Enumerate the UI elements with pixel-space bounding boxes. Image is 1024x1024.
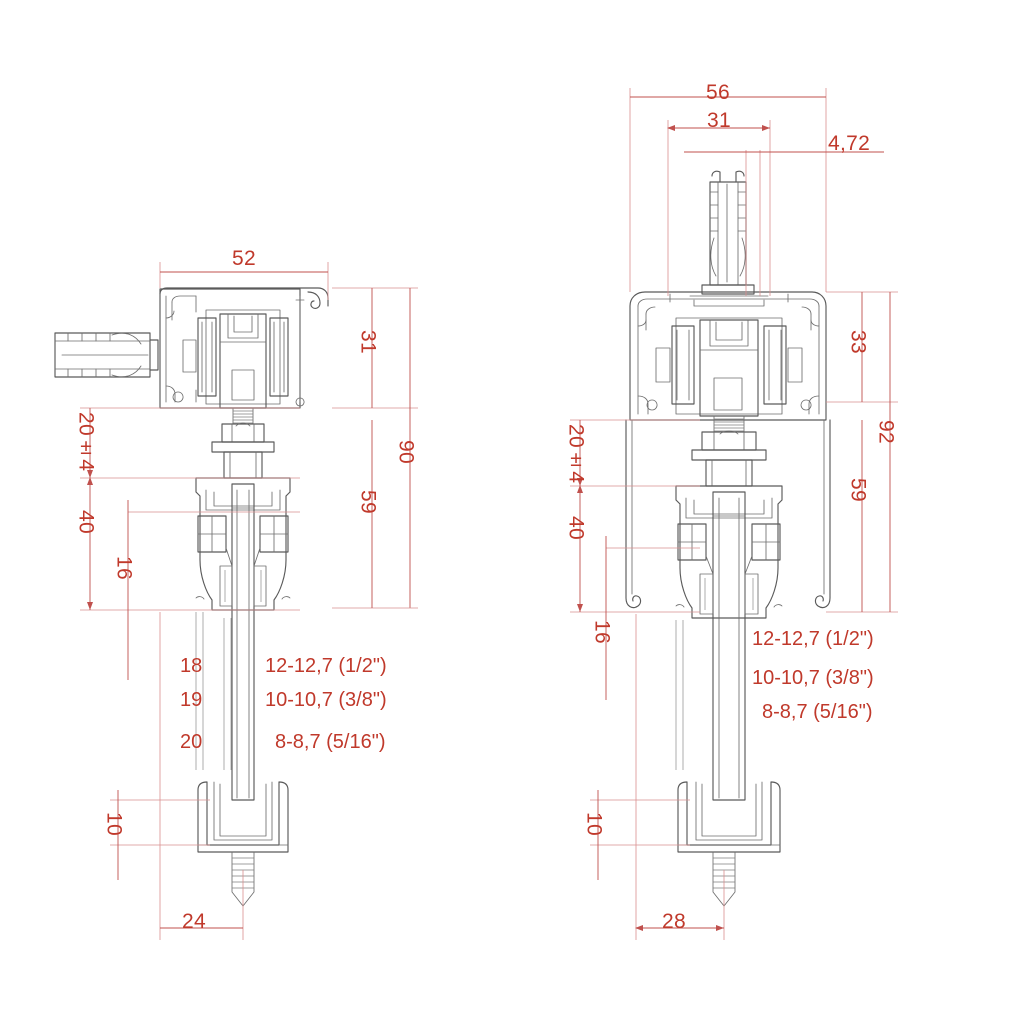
dim-left-track-height: 31 bbox=[357, 330, 380, 354]
dim-left-width: 52 bbox=[232, 247, 256, 270]
fascia-panels-right bbox=[625, 419, 831, 609]
dim-left-guide-height: 10 bbox=[103, 812, 126, 836]
dim-right-width: 56 bbox=[706, 81, 730, 104]
left-view-dimensions bbox=[80, 262, 418, 940]
dim-right-clamp-height: 40 bbox=[565, 516, 588, 540]
glass-spec: 10-10,7 (3/8") bbox=[265, 689, 387, 711]
glass-spec: 12-12,7 (1/2") bbox=[752, 628, 874, 650]
wall-plug-horizontal-icon bbox=[54, 332, 159, 378]
dimension-text-layer: 52 31 90 59 20±4 40 16 10 24 56 31 4,72 … bbox=[75, 81, 898, 933]
dim-right-fascia-height: 59 bbox=[847, 478, 870, 502]
dim-right-inner-width: 31 bbox=[707, 109, 731, 132]
dim-right-guide-height: 10 bbox=[583, 812, 606, 836]
left-glass-table: 18 19 20 12-12,7 (1/2") 10-10,7 (3/8") 8… bbox=[180, 655, 387, 753]
right-glass-table: 12-12,7 (1/2") 10-10,7 (3/8") 8-8,7 (5/1… bbox=[752, 628, 874, 723]
dim-left-fascia-height: 59 bbox=[357, 490, 380, 514]
right-view-geometry bbox=[625, 170, 831, 907]
glass-spec: 12-12,7 (1/2") bbox=[265, 655, 387, 677]
glass-code: 18 bbox=[180, 655, 202, 677]
left-view-geometry bbox=[54, 287, 329, 907]
glass-clamp-left bbox=[195, 477, 291, 801]
dim-left-guide-offset: 24 bbox=[182, 910, 206, 933]
roller-carriage-right bbox=[671, 317, 787, 433]
dim-right-guide-offset: 28 bbox=[662, 910, 686, 933]
dim-right-gap-tolerance: 20±4 bbox=[565, 424, 588, 483]
glass-code: 19 bbox=[180, 689, 202, 711]
track-profile-right bbox=[629, 291, 827, 421]
roller-carriage-left bbox=[197, 309, 289, 425]
dim-right-overall-height: 92 bbox=[875, 420, 898, 444]
dim-left-gap-tolerance: 20±4 bbox=[75, 412, 98, 471]
dim-left-clamp-height: 40 bbox=[75, 510, 98, 534]
dim-left-clamp-offset: 16 bbox=[113, 556, 136, 580]
glass-code: 20 bbox=[180, 731, 202, 753]
floor-guide-right bbox=[677, 781, 781, 907]
track-profile-left bbox=[159, 287, 329, 409]
hanger-bolt-right bbox=[691, 430, 767, 487]
right-view-dimensions bbox=[570, 88, 898, 940]
dim-right-track-height: 33 bbox=[847, 330, 870, 354]
dim-left-overall-height: 90 bbox=[395, 440, 418, 464]
hanger-bolt-left bbox=[211, 422, 275, 479]
glass-spec: 8-8,7 (5/16") bbox=[762, 701, 873, 723]
glass-spec: 8-8,7 (5/16") bbox=[275, 731, 386, 753]
glass-table-leaders bbox=[195, 612, 684, 770]
dim-right-anchor-offset: 4,72 bbox=[828, 132, 870, 155]
floor-guide-left bbox=[197, 781, 289, 907]
glass-spec: 10-10,7 (3/8") bbox=[752, 667, 874, 689]
dim-right-clamp-offset: 16 bbox=[591, 620, 614, 644]
